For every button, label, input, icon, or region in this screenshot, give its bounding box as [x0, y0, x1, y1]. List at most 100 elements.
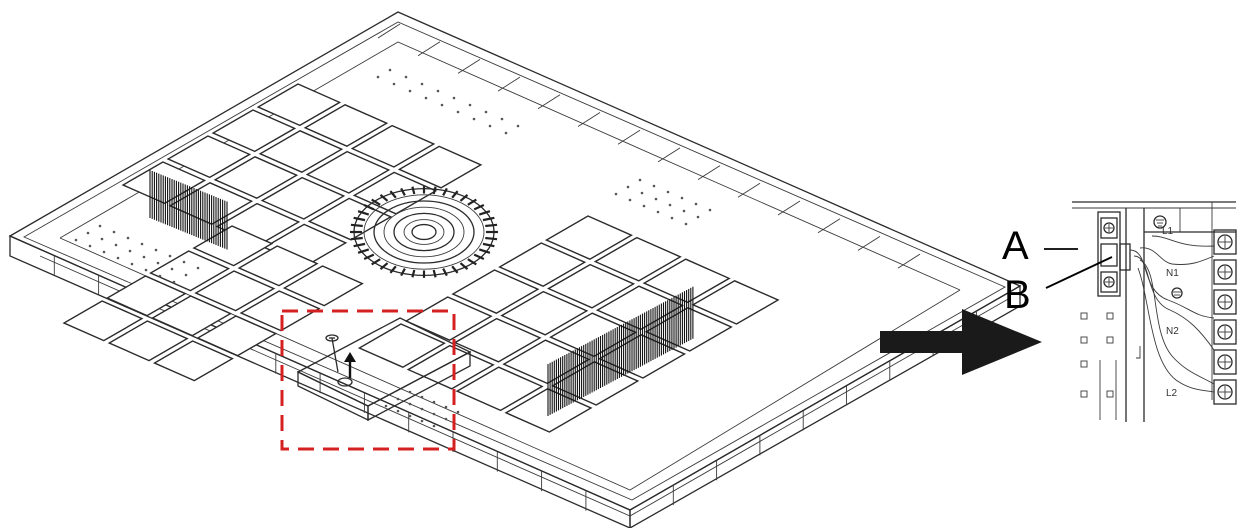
- stud: [1080, 390, 1088, 398]
- fan-tooth: [350, 223, 363, 228]
- hole: [170, 267, 174, 271]
- stud: [1080, 312, 1088, 320]
- fan-tooth: [432, 186, 437, 195]
- grid-back-cell: [303, 104, 389, 147]
- hole: [376, 75, 380, 79]
- fan-ring: [403, 219, 445, 245]
- terminal-label-n1: N1: [1166, 268, 1179, 279]
- fan-tooth: [451, 190, 459, 199]
- grid-right-cell: [642, 258, 731, 304]
- hole: [444, 417, 448, 421]
- grid-back-cell: [260, 176, 346, 220]
- hole: [638, 178, 642, 182]
- bracket-screws: [1097, 211, 1131, 297]
- rib: [777, 200, 801, 216]
- terminal-screw: [1217, 324, 1233, 340]
- hole: [408, 414, 412, 418]
- fan-tooth: [400, 187, 406, 196]
- grid-back-cell: [166, 135, 252, 179]
- hob-underside-drawing: [8, 11, 1022, 528]
- hole: [432, 400, 436, 404]
- terminal: [1213, 349, 1237, 375]
- grid-right-cell: [455, 366, 544, 412]
- fan-tooth: [473, 253, 485, 260]
- stud: [1080, 336, 1088, 344]
- rib: [857, 236, 881, 251]
- hole: [130, 262, 134, 266]
- hole: [158, 274, 162, 278]
- stud: [1106, 336, 1114, 344]
- grid-front-cell: [282, 265, 364, 307]
- fan-ring: [363, 194, 485, 270]
- grid-back-cell: [397, 145, 483, 189]
- terminal-label-n2: N2: [1166, 326, 1179, 337]
- fan-tooth: [485, 236, 498, 241]
- ground-icon: [1153, 215, 1167, 229]
- grid-back-cell: [350, 124, 436, 168]
- fan-tooth: [357, 210, 370, 216]
- terminal-screw: [1217, 354, 1233, 370]
- hole: [484, 110, 488, 114]
- rib: [897, 253, 921, 269]
- fan-tooth: [379, 194, 389, 202]
- fan-tooth: [353, 216, 366, 222]
- fan-tooth: [485, 223, 498, 228]
- hole: [154, 248, 158, 252]
- hole: [504, 131, 508, 135]
- rib: [737, 182, 761, 198]
- grid-front-cell: [151, 295, 233, 337]
- fan-coil: [350, 186, 498, 278]
- hole: [440, 103, 444, 107]
- hole: [682, 209, 686, 213]
- fan-ring: [373, 200, 475, 264]
- hole: [668, 203, 672, 207]
- hole: [116, 256, 120, 260]
- hole: [444, 405, 448, 409]
- hole: [456, 110, 460, 114]
- fan-tooth: [467, 258, 477, 266]
- fan-tooth: [451, 265, 459, 274]
- fan-tooth: [478, 210, 491, 216]
- mounting-holes: [74, 68, 712, 428]
- hole: [642, 204, 646, 208]
- grid-right-cell: [498, 242, 587, 287]
- hole: [628, 198, 632, 202]
- terminal-screw: [1217, 234, 1233, 250]
- wires: [1129, 235, 1215, 393]
- hole: [666, 190, 670, 194]
- rib: [817, 218, 841, 234]
- fan-tooth: [389, 265, 397, 274]
- hole: [424, 96, 428, 100]
- terminal-cover: [296, 317, 472, 422]
- hook-detail: [1099, 346, 1141, 420]
- rib: [377, 23, 401, 39]
- hole: [140, 242, 144, 246]
- highlight-box: [280, 309, 456, 451]
- hole: [420, 419, 424, 423]
- grid-front-cell: [105, 275, 187, 317]
- rib: [657, 147, 681, 163]
- fan-tooth: [411, 269, 416, 278]
- ground-terminal: [1171, 287, 1183, 299]
- fan-tooth: [459, 262, 469, 270]
- stud: [1106, 312, 1114, 320]
- grid-back-cell: [305, 150, 391, 194]
- terminal: [1213, 229, 1237, 255]
- hole: [468, 103, 472, 107]
- callout-b-label: B: [1004, 273, 1031, 317]
- grid-back-cell: [213, 156, 299, 199]
- grid-right-cell: [404, 296, 493, 341]
- fan-tooth: [379, 262, 389, 270]
- grid-front-cell: [196, 315, 278, 357]
- rib: [697, 165, 721, 180]
- hob-inner-rim: [22, 21, 1007, 501]
- screw-icon: [325, 334, 339, 373]
- fan-tooth: [478, 248, 491, 254]
- rib: [537, 94, 561, 110]
- hole: [392, 82, 396, 86]
- terminal-screw: [1217, 264, 1233, 280]
- terminal-screws: [1171, 229, 1237, 405]
- callout-a-label: A: [1002, 224, 1029, 268]
- hole: [708, 208, 712, 212]
- arrow-up-icon: [344, 352, 356, 378]
